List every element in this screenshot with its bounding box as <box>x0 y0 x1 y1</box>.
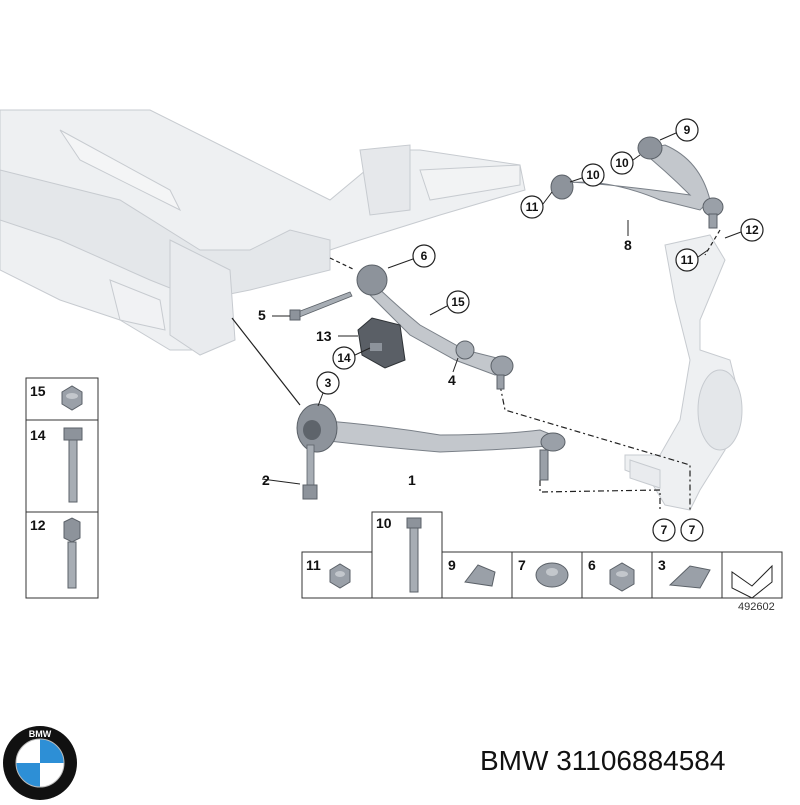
callout-1: 1 <box>408 472 416 488</box>
legend-10: 10 <box>376 515 392 531</box>
callout-11a: 11 <box>526 200 539 214</box>
leader-lines <box>231 229 721 510</box>
callout-10a: 10 <box>586 168 600 182</box>
callout-10b: 10 <box>615 156 629 170</box>
legend-12: 12 <box>30 517 46 533</box>
callout-7a: 7 <box>661 523 668 537</box>
callout-2: 2 <box>262 472 270 488</box>
bolt-2 <box>302 444 318 500</box>
bolt-5 <box>289 291 353 321</box>
legend-left: 15 14 12 <box>25 377 99 599</box>
steering-knuckle-illustration <box>624 234 743 511</box>
callout-8: 8 <box>624 237 632 253</box>
legend-3: 3 <box>658 557 666 573</box>
callout-14: 14 <box>337 351 351 365</box>
callout-13: 13 <box>316 328 332 344</box>
part-number-caption: BMW 31106884584 <box>480 745 726 776</box>
upper-control-arm <box>550 136 724 229</box>
tension-strut <box>356 264 514 390</box>
legend-7: 7 <box>518 557 526 573</box>
callout-9: 9 <box>684 123 691 137</box>
callout-11b: 11 <box>681 253 694 267</box>
callout-labels: 1 2 3 4 5 6 7 7 8 9 10 10 11 11 12 <box>258 118 764 542</box>
rubber-bushing-13 <box>357 317 406 369</box>
legend-6: 6 <box>588 557 596 573</box>
callout-15: 15 <box>451 295 465 309</box>
callout-5: 5 <box>258 307 266 323</box>
legend-15: 15 <box>30 383 46 399</box>
bmw-logo: BMW <box>0 725 80 800</box>
svg-text:BMW: BMW <box>29 729 52 739</box>
callout-3: 3 <box>325 376 332 390</box>
callout-7b: 7 <box>689 523 696 537</box>
callout-6: 6 <box>421 249 428 263</box>
lower-control-arm <box>296 403 566 481</box>
legend-9: 9 <box>448 557 456 573</box>
callout-4: 4 <box>448 372 456 388</box>
subframe-illustration <box>0 109 526 356</box>
callout-12: 12 <box>745 223 759 237</box>
diagram-code: 492602 <box>738 601 775 613</box>
legend-11: 11 <box>306 557 321 573</box>
legend-bottom: 11 10 9 7 6 3 492602 <box>301 511 783 613</box>
legend-14: 14 <box>30 427 46 443</box>
